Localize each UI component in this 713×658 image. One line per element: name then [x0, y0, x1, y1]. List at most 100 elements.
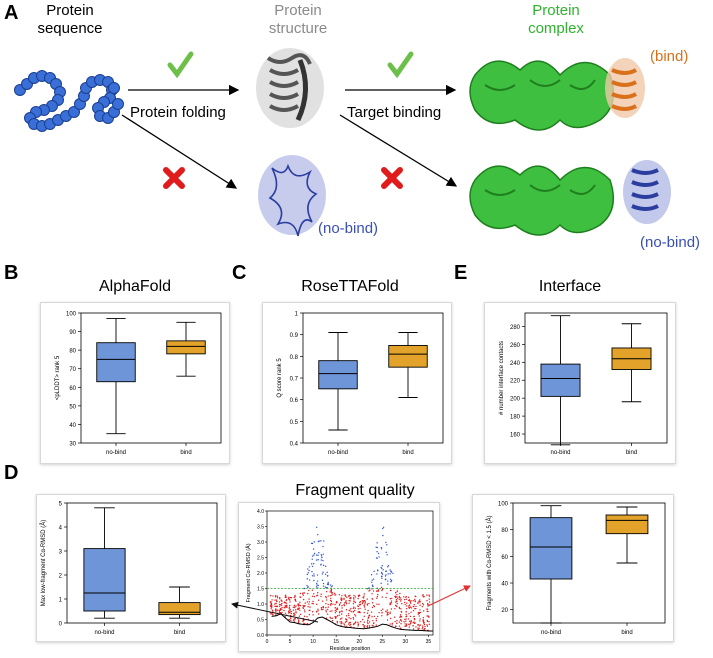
fragment-point	[419, 618, 421, 620]
fragment-point	[371, 598, 374, 600]
fragment-point	[367, 619, 369, 622]
fragment-point	[340, 618, 342, 620]
fragment-point	[376, 573, 378, 575]
fragment-point	[385, 541, 387, 544]
fragment-point	[297, 604, 299, 606]
fragment-point	[419, 620, 421, 622]
fragment-point	[329, 595, 332, 597]
fragment-point	[272, 610, 274, 612]
fragment-point	[362, 597, 365, 599]
fragment-point	[409, 622, 412, 625]
y-tick-label: 20	[501, 608, 508, 614]
fragment-point	[366, 612, 369, 614]
fragment-point	[340, 624, 342, 627]
fragment-point	[409, 601, 412, 603]
box-bind	[158, 602, 201, 616]
bind-label: (bind)	[650, 48, 689, 65]
fragment-point	[307, 572, 309, 574]
fragment-point	[350, 617, 352, 620]
fragment-point	[322, 608, 324, 611]
x-tick-label: 20	[356, 639, 362, 645]
box-no-bind	[318, 360, 358, 390]
fragment-point	[313, 573, 315, 575]
fragment-point	[343, 598, 345, 601]
fragment-point	[312, 614, 314, 616]
fragment-point	[278, 601, 281, 603]
x-tick-label: 5	[289, 639, 292, 645]
fragment-point	[366, 604, 369, 606]
fragment-point	[390, 608, 393, 610]
fragment-point	[330, 590, 333, 592]
fragment-point	[303, 615, 306, 618]
interface-title: Interface	[538, 278, 602, 295]
fragment-point	[417, 627, 419, 629]
check-icon	[387, 51, 414, 79]
fragment-point	[298, 607, 301, 609]
fragment-point	[274, 612, 277, 614]
fragment-point	[316, 592, 319, 594]
protein-structure-title: Protein structure	[268, 2, 328, 37]
fragment-point	[366, 625, 369, 627]
fragment-point	[288, 618, 290, 621]
fragment-point	[335, 594, 337, 596]
x-tick-label: 30	[403, 639, 409, 645]
fragment-point	[364, 608, 366, 610]
fragment-point	[338, 614, 341, 616]
fragment-point	[304, 602, 306, 604]
fragment-point	[363, 615, 365, 618]
fragment-point	[308, 589, 310, 592]
nobind-label-complex: (no-bind)	[640, 234, 701, 251]
y-tick-label: 1.5	[257, 587, 264, 593]
fragment-point	[317, 584, 319, 587]
y-tick-label: 260	[510, 343, 521, 349]
fragment-point	[363, 611, 365, 614]
fragment-point	[399, 592, 401, 595]
fragment-point	[270, 608, 272, 610]
fragment-point	[384, 575, 387, 577]
fragment-point	[331, 610, 333, 612]
fragment-point	[414, 607, 416, 610]
fragment-point	[396, 622, 398, 624]
fragment-point	[303, 619, 305, 621]
fragment-point	[274, 594, 277, 597]
fragment-point	[334, 607, 336, 609]
fragment-point	[329, 599, 332, 602]
fragment-point	[329, 584, 332, 586]
fragment-point	[326, 571, 328, 574]
fragment-point	[363, 621, 365, 623]
fragment-point	[428, 598, 430, 600]
fragment-point	[398, 596, 401, 599]
fragment-point	[289, 604, 291, 607]
fragment-point	[322, 605, 324, 608]
fragment-point	[368, 590, 370, 592]
fragment-point	[327, 595, 329, 597]
fragment-point	[372, 585, 374, 587]
fragment-point	[382, 534, 384, 537]
fragment-point	[414, 598, 416, 601]
fragment-point	[311, 595, 314, 597]
fragment-point	[372, 578, 375, 580]
fragment-point	[393, 616, 396, 618]
misfolded-structure-icon	[258, 155, 326, 237]
y-tick-label: 40	[501, 582, 508, 588]
fragment-point	[409, 624, 411, 626]
fragment-point	[380, 548, 383, 550]
fragment-point	[276, 605, 279, 607]
fragment-point	[295, 612, 297, 614]
fragment-point	[349, 624, 351, 627]
fragment-point	[413, 621, 415, 623]
fragment-point	[368, 614, 371, 616]
fragment-point	[353, 594, 355, 597]
fragment-point	[313, 593, 315, 595]
y-tick-label: 180	[510, 415, 521, 421]
fragment-point	[341, 617, 343, 619]
fragment-point	[404, 625, 407, 627]
fragment-point	[338, 604, 341, 606]
y-tick-label: 70	[69, 367, 76, 373]
fragment-point	[295, 609, 297, 611]
fragment-point	[418, 600, 420, 602]
fragment-point	[326, 575, 329, 577]
